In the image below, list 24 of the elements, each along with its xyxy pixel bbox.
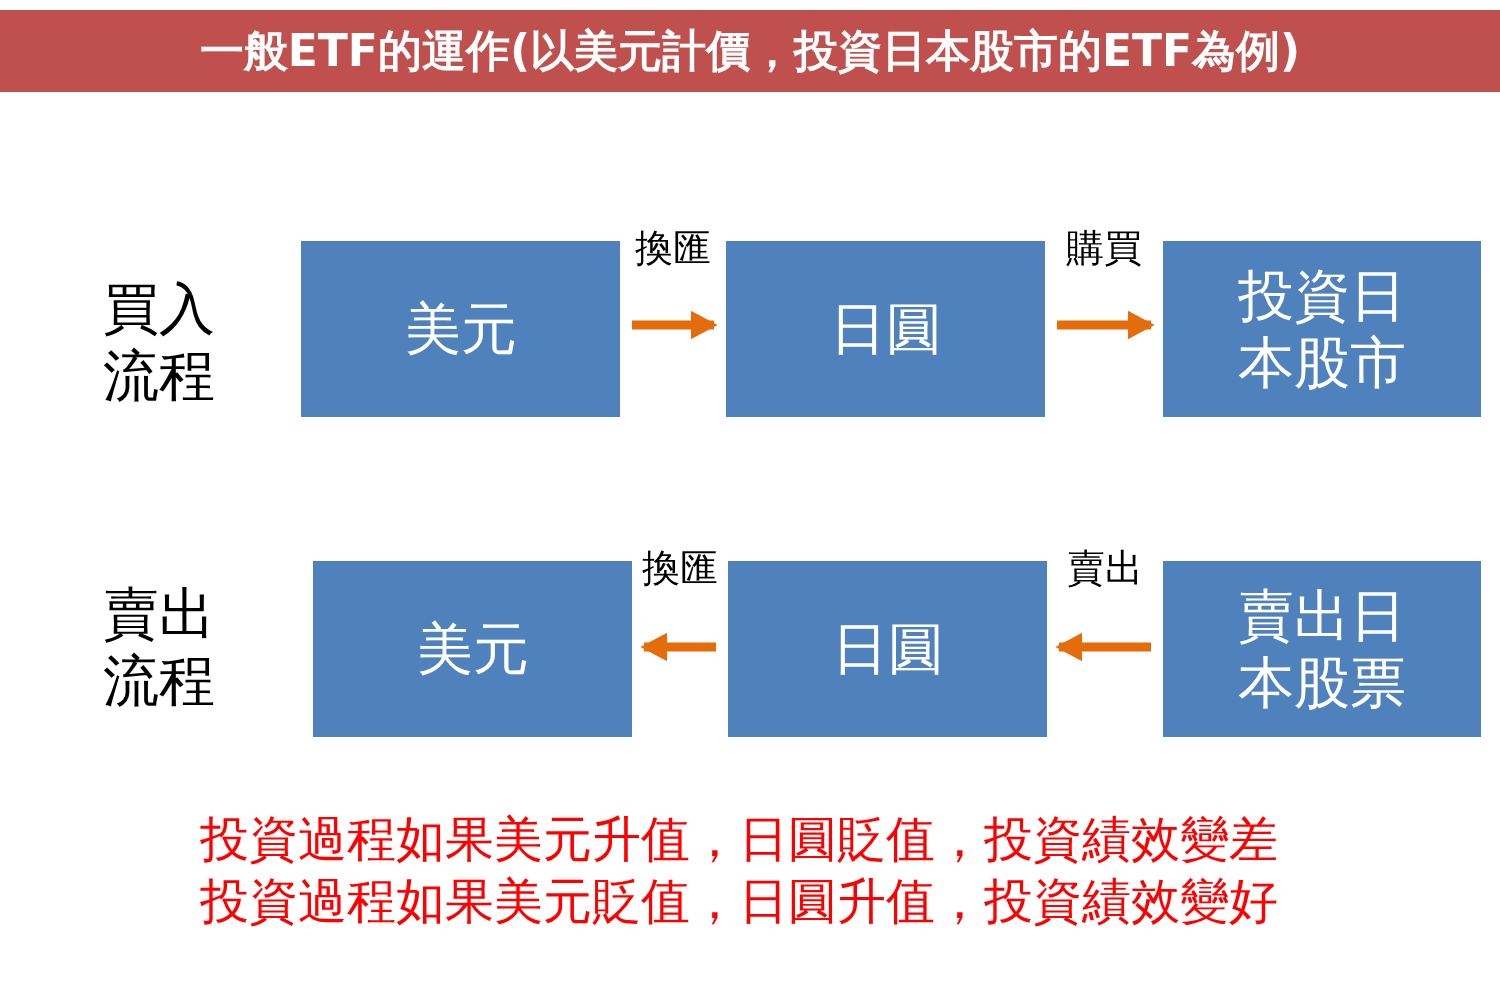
process-box — [1163, 241, 1481, 417]
edge-label: 換匯 — [642, 549, 718, 587]
title-banner: 一般ETF的運作(以美元計價，投資日本股市的ETF為例) — [0, 10, 1500, 92]
box-text: 美元 — [404, 295, 517, 363]
process-box — [728, 561, 1047, 737]
box-text: 美元 — [416, 615, 529, 683]
arrow — [632, 310, 718, 340]
box-text: 賣出日本股票 — [1237, 581, 1407, 717]
box-text: 日圓 — [829, 295, 942, 363]
process-box — [1163, 561, 1481, 737]
process-box — [301, 241, 620, 417]
arrow — [1055, 632, 1151, 662]
row-label: 賣出流程 — [103, 580, 216, 715]
box-text: 投資日本股市 — [1237, 261, 1407, 397]
process-box — [726, 241, 1045, 417]
note-text: 投資過程如果美元升值，日圓貶值，投資績效變差 — [200, 815, 1278, 864]
arrow — [640, 632, 716, 662]
row-label: 買入流程 — [103, 275, 216, 410]
process-box — [313, 561, 632, 737]
edge-label: 購買 — [1066, 229, 1142, 267]
arrow — [1057, 310, 1155, 340]
note-text: 投資過程如果美元貶值，日圓升值，投資績效變好 — [200, 877, 1278, 926]
edge-label: 換匯 — [635, 229, 711, 267]
box-text: 日圓 — [831, 615, 944, 683]
